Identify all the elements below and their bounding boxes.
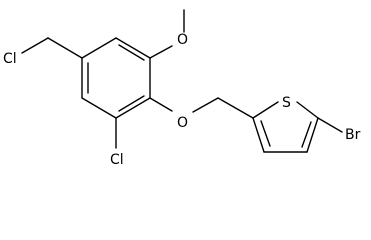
bond-ring-double-inner-2: [118, 95, 145, 112]
atom-label-o-methoxy: O: [177, 32, 188, 48]
bond-thiophene-c2-to-s: [252, 101, 279, 119]
bond-ring-bottom-to-lower-left: [81, 97, 117, 119]
bond-ring-lower-right-to-bottom: [115, 97, 151, 119]
bond-ring-upper-left-to-top: [81, 37, 117, 59]
bond-thiophene-c3-to-c2: [252, 117, 265, 153]
bond-ring-to-ether-o: [149, 97, 173, 112]
bond-ring-to-ch2: [47, 37, 83, 59]
bond-ring-top-to-upper-right: [115, 37, 151, 59]
atom-label-br: Br: [345, 127, 361, 143]
bond-thiophene-double-inner-1: [260, 120, 271, 147]
bond-thiophene-c5-to-c4: [306, 117, 319, 153]
bond-ch2-to-thiophene: [217, 97, 254, 119]
bond-ring-to-methoxy-o: [149, 45, 173, 59]
bond-thiophene-to-br: [317, 117, 343, 133]
molecule-svg: Cl O Cl O S Br: [3, 9, 361, 168]
bond-thiophene-s-to-c5: [296, 101, 319, 119]
bond-ch2-to-cl: [21, 37, 49, 54]
structure-diagram: Cl O Cl O S Br: [3, 9, 361, 168]
atom-label-cl-aryl: Cl: [110, 152, 124, 168]
bond-thiophene-double-inner-2: [301, 121, 312, 148]
atom-label-s-thiophene: S: [282, 95, 291, 111]
atom-label-o-ether: O: [177, 115, 188, 131]
bond-ring-double-inner-1: [118, 44, 145, 61]
bond-ether-o-to-ch2: [192, 97, 219, 113]
atom-label-cl-chloromethyl: Cl: [3, 51, 17, 67]
